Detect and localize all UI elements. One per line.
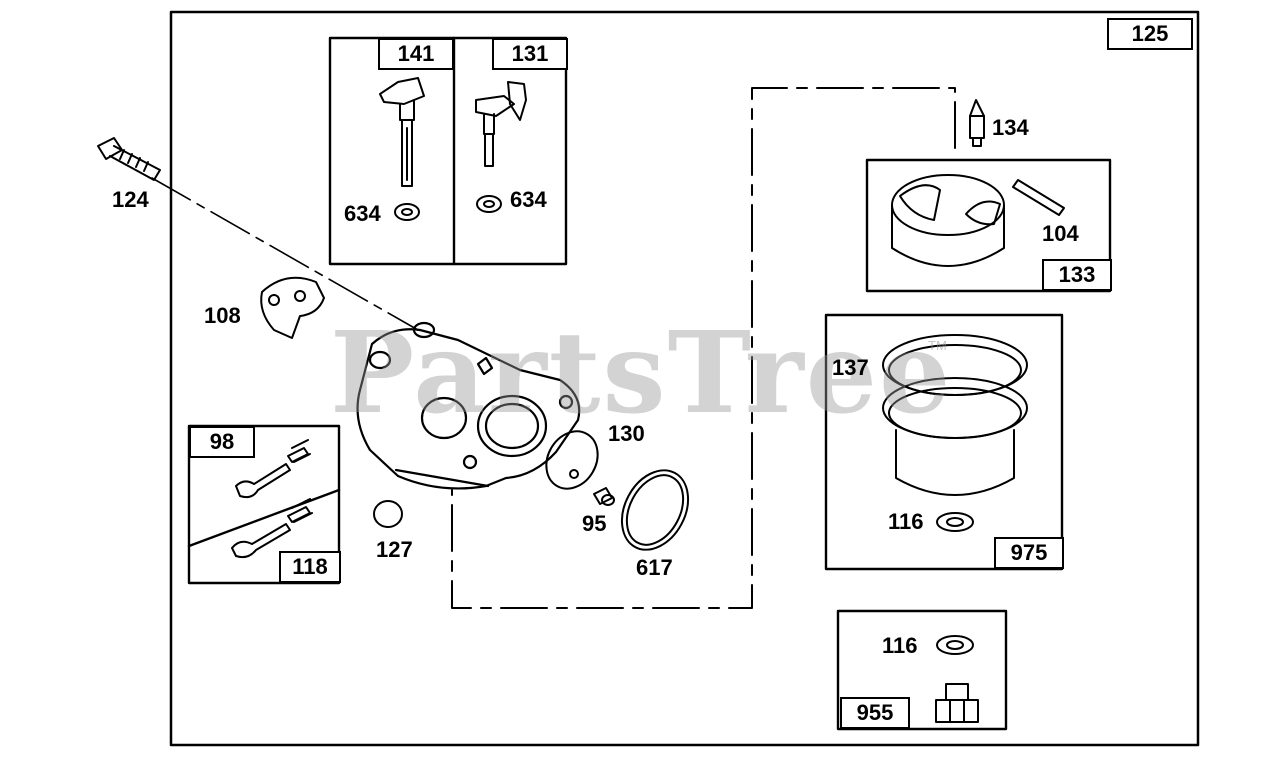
callout-634-right: 634	[510, 187, 547, 212]
inset-frame-955	[836, 609, 1008, 731]
hinge-pin-104-part	[1012, 179, 1065, 216]
callout-617: 617	[636, 555, 673, 580]
watermark: PartsTree	[330, 308, 953, 439]
callout-137: 137	[832, 355, 869, 380]
welch-plug-127-part	[373, 500, 403, 528]
watermark-trademark: TM	[928, 338, 947, 353]
callout-130: 130	[608, 421, 645, 446]
callout-95: 95	[582, 511, 607, 536]
throttle-shaft-131-part	[475, 81, 527, 167]
screw-kit-parts	[231, 439, 313, 559]
callout-116-drain: 116	[882, 633, 918, 658]
plug-130-part	[545, 430, 599, 490]
inset-frame-133	[865, 158, 1112, 293]
inset-frame-975	[824, 313, 1064, 571]
callout-116-bowl: 116	[888, 509, 924, 534]
inset-label-98: 98	[189, 426, 255, 458]
outer-frame	[169, 10, 1200, 747]
inset-label-131: 131	[492, 38, 568, 70]
frame-label-125: 125	[1107, 18, 1193, 50]
callout-124: 124	[112, 187, 149, 212]
bolt-axis-line	[151, 177, 419, 331]
drain-plug-955-part	[935, 683, 979, 723]
inset-label-975: 975	[994, 537, 1064, 569]
inlet-needle-134-part	[969, 99, 985, 147]
carburetor-body-part	[356, 321, 581, 490]
callout-127: 127	[376, 537, 413, 562]
washer-116-parts	[936, 512, 974, 655]
inset-frame-98-118	[187, 424, 341, 585]
inset-label-141: 141	[378, 38, 454, 70]
inset-label-118: 118	[279, 551, 341, 583]
connector-lines	[451, 87, 956, 609]
gasket-108-part	[260, 276, 325, 339]
seal-617-part	[620, 469, 690, 551]
screw-95-part	[593, 487, 615, 506]
callout-134: 134	[992, 115, 1029, 140]
inset-label-133: 133	[1042, 259, 1112, 291]
float-133-part	[891, 174, 1005, 267]
callout-108: 108	[204, 303, 241, 328]
callout-104: 104	[1042, 221, 1079, 246]
bolt-124-part	[97, 137, 161, 181]
inset-frame-141-131	[328, 36, 568, 266]
bowl-975-part	[882, 334, 1028, 496]
inset-label-955: 955	[840, 697, 910, 729]
washer-634-parts	[394, 195, 502, 221]
callout-634-left: 634	[344, 201, 381, 226]
throttle-shaft-141-part	[379, 77, 425, 187]
